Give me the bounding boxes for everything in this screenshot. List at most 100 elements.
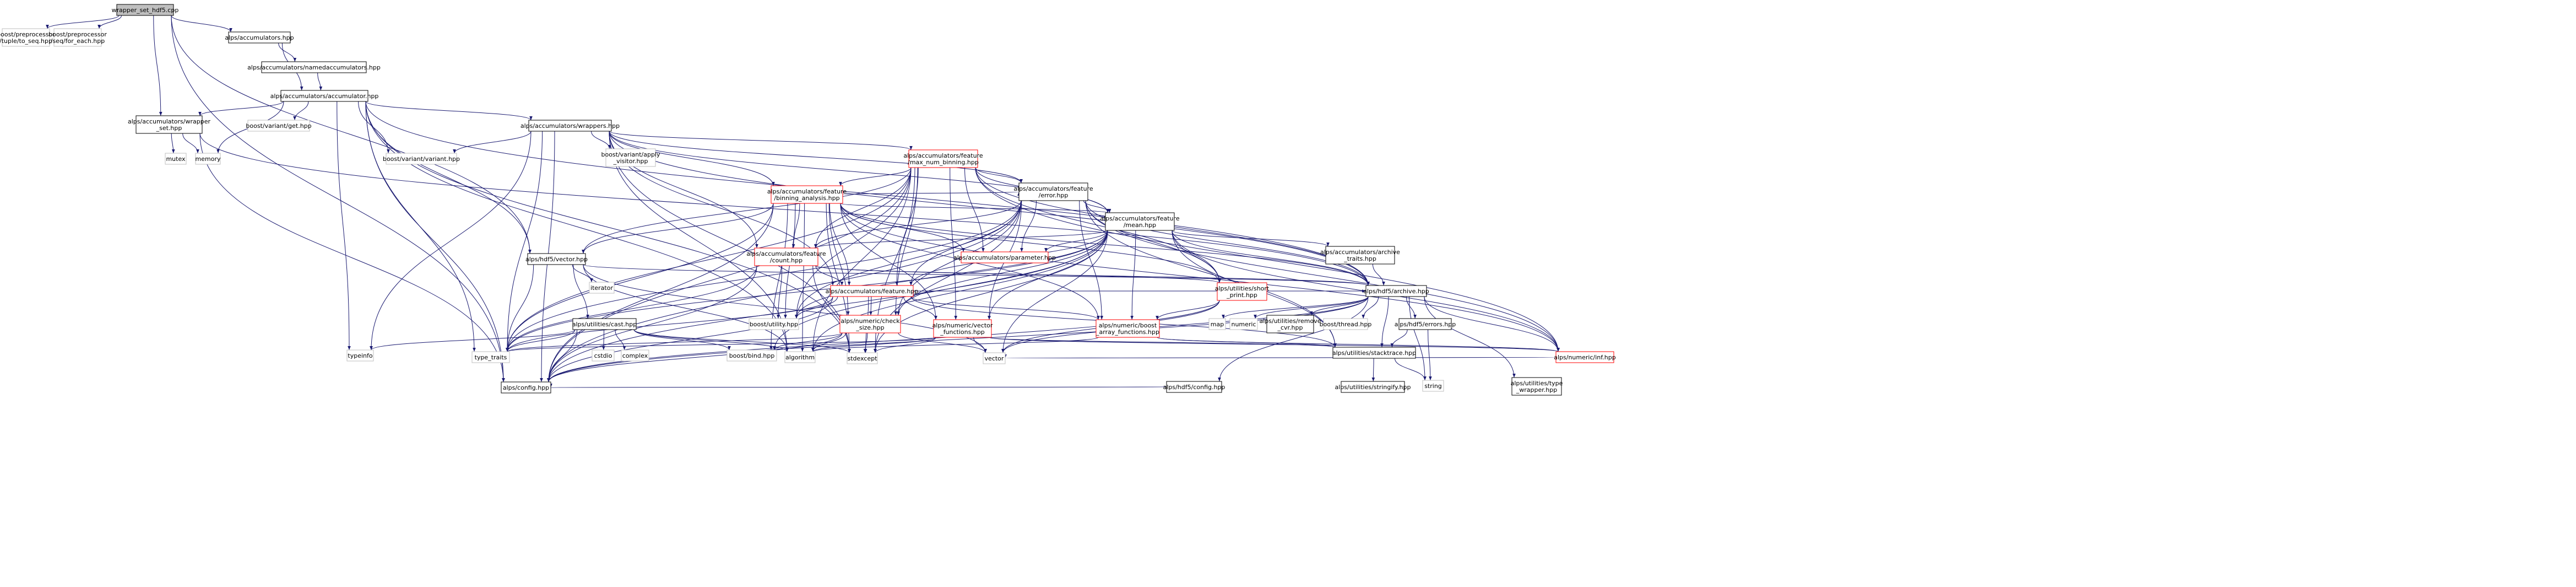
node-stacktrace[interactable]: alps/utilities/stacktrace.hpp [1332, 347, 1416, 359]
node-binning_analysis[interactable]: alps/accumulators/feature/binning_analys… [767, 185, 847, 204]
node-parameter[interactable]: alps/accumulators/parameter.hpp [953, 251, 1056, 263]
node-box [1511, 377, 1562, 396]
edge-hdf5_archive-to-config [547, 296, 1369, 383]
node-boost_array_functions[interactable]: alps/numeric/boost_array_functions.hpp [1096, 319, 1160, 338]
node-box [621, 349, 649, 362]
edge-max_num_binning-to-hdf5_vector [582, 167, 912, 254]
edge-wrapper_set-to-mutex [171, 133, 175, 154]
node-label: boost/utility.hpp [750, 321, 798, 328]
node-short_print[interactable]: alps/utilities/short_print.hpp [1215, 282, 1270, 301]
node-box [1018, 182, 1088, 201]
node-label: cstdio [594, 352, 612, 359]
node-error[interactable]: alps/accumulators/feature/error.hpp [1013, 182, 1093, 201]
node-accumulator[interactable]: alps/accumulators/accumulator.hpp [270, 90, 379, 102]
node-box [908, 149, 978, 168]
edge-binning_analysis-to-algorithm [801, 203, 805, 352]
edge-root-to-hdf5_vector [171, 15, 532, 254]
node-label: alps/accumulators/feature [746, 250, 826, 257]
node-box [933, 319, 992, 338]
node-check_size[interactable]: alps/numeric/check_size.hpp [839, 315, 901, 333]
edge-max_num_binning-to-type_traits [506, 167, 912, 352]
node-label: typeinfo [348, 352, 372, 359]
node-box [1323, 318, 1368, 330]
dependency-edges [46, 15, 1560, 388]
edge-accumulator-to-algorithm [365, 101, 789, 352]
node-box [1325, 246, 1395, 265]
node-cast[interactable]: alps/utilities/cast.hpp [572, 318, 637, 330]
edge-hdf5_archive-to-boost_thread [1362, 296, 1379, 319]
node-wrapper_set[interactable]: alps/accumulators/wrapper_set.hpp [128, 115, 211, 134]
node-hdf5_errors[interactable]: alps/hdf5/errors.hpp [1395, 318, 1456, 330]
node-algorithm: algorithm [784, 351, 816, 363]
node-box [247, 120, 310, 132]
edge-max_num_binning-to-error [975, 167, 1023, 184]
edge-accumulator-to-config [365, 101, 505, 383]
edge-binning_analysis-to-feature [829, 203, 851, 286]
node-hdf5_config[interactable]: alps/hdf5/config.hpp [1163, 381, 1225, 393]
node-label: _visitor.hpp [613, 158, 648, 165]
edge-count-to-boost_utility [777, 265, 783, 319]
node-label: alps/utilities/stacktrace.hpp [1332, 349, 1416, 357]
node-label: alps/numeric/vector [932, 322, 993, 329]
node-label: alps/hdf5/config.hpp [1163, 384, 1225, 391]
edge-hdf5_errors-to-stacktrace [1390, 329, 1408, 348]
node-typeinfo: typeinfo [346, 349, 374, 362]
node-box [501, 381, 551, 394]
node-hdf5_vector[interactable]: alps/hdf5/vector.hpp [525, 253, 588, 265]
node-remove_cvr[interactable]: alps/utilities/remove_cvr.hpp [1259, 315, 1321, 333]
node-box [847, 352, 878, 364]
node-box [1217, 282, 1267, 301]
node-count[interactable]: alps/accumulators/feature/count.hpp [746, 247, 826, 266]
edge-check_size-to-type_traits [506, 332, 843, 352]
edge-feature-to-boost_utility [795, 296, 838, 319]
edge-max_num_binning-to-count [814, 167, 912, 249]
edge-mean-to-check_size [897, 230, 1108, 316]
edge-count-to-type_traits [506, 265, 757, 352]
node-label: _functions.hpp [940, 328, 985, 336]
node-wrappers[interactable]: alps/accumulators/wrappers.hpp [520, 120, 620, 132]
node-box [1096, 319, 1160, 338]
node-hdf5_archive[interactable]: alps/hdf5/archive.hpp [1363, 285, 1429, 297]
node-box [346, 349, 374, 362]
edge-accumulator-to-hdf5_vector [365, 101, 532, 254]
edge-binning_analysis-to-short_print [840, 203, 1221, 283]
node-label: boost/thread.hpp [1320, 321, 1372, 328]
edge-mean-to-type_traits [506, 230, 1108, 352]
node-pp_tuple: boost/preprocessor/tuple/to_seq.hpp [0, 28, 55, 47]
node-type_wrapper[interactable]: alps/utilities/type_wrapper.hpp [1511, 377, 1563, 396]
node-box [1365, 285, 1427, 297]
node-inf[interactable]: alps/numeric/inf.hpp [1554, 351, 1616, 363]
node-label: alps/accumulators/parameter.hpp [953, 254, 1056, 261]
node-box [572, 318, 637, 330]
node-max_num_binning[interactable]: alps/accumulators/feature/max_num_binnin… [903, 149, 983, 168]
node-label: /tuple/to_seq.hpp [0, 37, 52, 45]
edge-error-to-type_traits [506, 200, 1022, 352]
edge-mean-to-vector [1001, 230, 1108, 353]
node-label: stdexcept [847, 355, 877, 362]
node-label: _print.hpp [1226, 292, 1257, 299]
node-label: wrapper_set_hdf5.cpp [112, 7, 179, 14]
node-named_acc[interactable]: alps/accumulators/namedaccumulators.hpp [247, 61, 381, 73]
node-acc_hpp[interactable]: alps/accumulators.hpp [225, 31, 294, 44]
edge-hdf5_archive-to-numeric [1254, 296, 1369, 319]
node-stdexcept: stdexcept [847, 352, 878, 364]
edge-hdf5_archive-to-hdf5_errors [1406, 296, 1417, 319]
node-vector_functions[interactable]: alps/numeric/vector_functions.hpp [932, 319, 993, 338]
edge-mean-to-short_print [1172, 230, 1221, 283]
node-mean[interactable]: alps/accumulators/feature/mean.hpp [1100, 212, 1180, 231]
node-archive_traits[interactable]: alps/accumulators/archive_traits.hpp [1320, 246, 1400, 265]
edge-vector_functions-to-inf [989, 337, 1560, 352]
node-label: alps/utilities/cast.hpp [572, 321, 637, 328]
edge-cast-to-typeinfo [370, 329, 576, 351]
edge-max_num_binning-to-inf [975, 167, 1560, 352]
node-stringify[interactable]: alps/utilities/stringify.hpp [1335, 381, 1411, 393]
node-config[interactable]: alps/config.hpp [501, 381, 551, 394]
node-box [471, 351, 510, 363]
edge-accumulator-to-typeinfo [337, 101, 351, 351]
node-boost_bind: boost/bind.hpp [726, 349, 777, 362]
node-label: _traits.hpp [1343, 255, 1376, 262]
node-feature[interactable]: alps/accumulators/feature.hpp [826, 285, 919, 297]
node-box [784, 351, 816, 363]
edge-wrappers-to-error [609, 131, 1023, 184]
node-box [280, 90, 368, 102]
